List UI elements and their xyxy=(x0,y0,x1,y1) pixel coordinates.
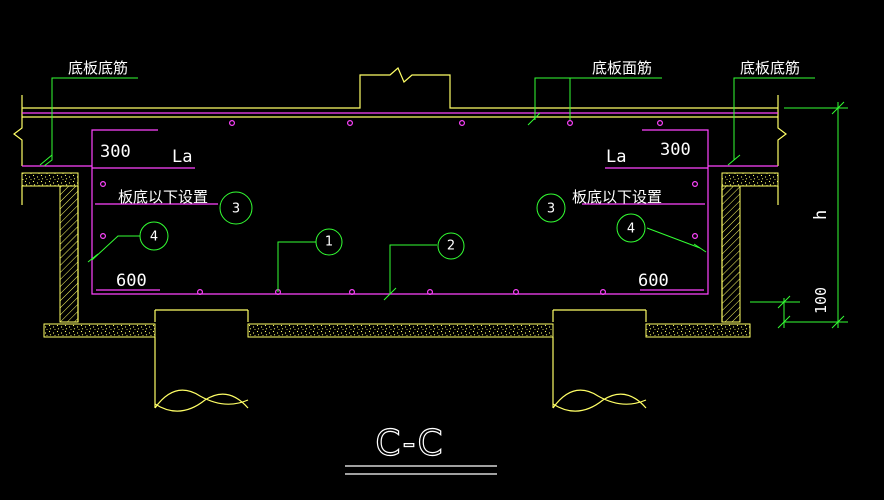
dim-h: h xyxy=(811,210,831,220)
concrete-outline xyxy=(13,67,787,412)
marker-3-right xyxy=(536,193,566,223)
marker-3-left xyxy=(219,191,253,225)
label-below-slab-right: 板底以下设置 xyxy=(572,188,662,206)
blinding-bottom-1 xyxy=(43,323,156,338)
blinding-right-top xyxy=(721,172,779,187)
rebar-dots xyxy=(99,119,698,296)
la-left: La xyxy=(172,147,192,167)
marker-3-right-text: 3 xyxy=(547,202,555,217)
label-bottom-rebar-right: 底板底筋 xyxy=(740,59,800,77)
dim-100: 100 xyxy=(812,287,830,314)
leader-lines xyxy=(39,77,848,329)
marker-1 xyxy=(315,228,343,256)
blinding-bottom-3 xyxy=(645,323,751,338)
marker-4-right-text: 4 xyxy=(627,222,635,237)
labels: 底板底筋 底板面筋 底板底筋 板底以下设置 板底以下设置 xyxy=(68,59,800,206)
la-right: La xyxy=(606,147,626,167)
blinding-bottom-2 xyxy=(247,323,554,338)
dimension-labels: 300 La La 300 600 600 h 100 xyxy=(100,140,831,314)
wall-left xyxy=(59,185,79,323)
callout-markers xyxy=(139,191,646,260)
marker-3-left-text: 3 xyxy=(232,202,240,217)
marker-numbers: 1 2 3 3 4 4 xyxy=(150,202,635,254)
rebar-cage xyxy=(22,112,778,295)
break-mark-right xyxy=(777,117,787,166)
marker-2 xyxy=(437,232,465,260)
section-title: C-C xyxy=(375,423,444,464)
marker-2-text: 2 xyxy=(447,239,455,254)
marker-1-text: 1 xyxy=(325,235,333,250)
dim-600-right: 600 xyxy=(638,271,669,291)
label-top-rebar: 底板面筋 xyxy=(592,59,652,77)
marker-4-left xyxy=(139,221,169,251)
slab-top-line xyxy=(22,67,778,109)
marker-4-left-text: 4 xyxy=(150,230,158,245)
dim-600-left: 600 xyxy=(116,271,147,291)
label-bottom-rebar-left: 底板底筋 xyxy=(68,59,128,77)
dim-300-left: 300 xyxy=(100,142,131,162)
label-below-slab-left: 板底以下设置 xyxy=(118,188,208,206)
break-mark-left xyxy=(13,117,23,166)
blinding-left-top xyxy=(21,172,79,187)
dim-300-right: 300 xyxy=(660,140,691,160)
marker-4-right xyxy=(616,213,646,243)
wall-right xyxy=(721,185,741,323)
